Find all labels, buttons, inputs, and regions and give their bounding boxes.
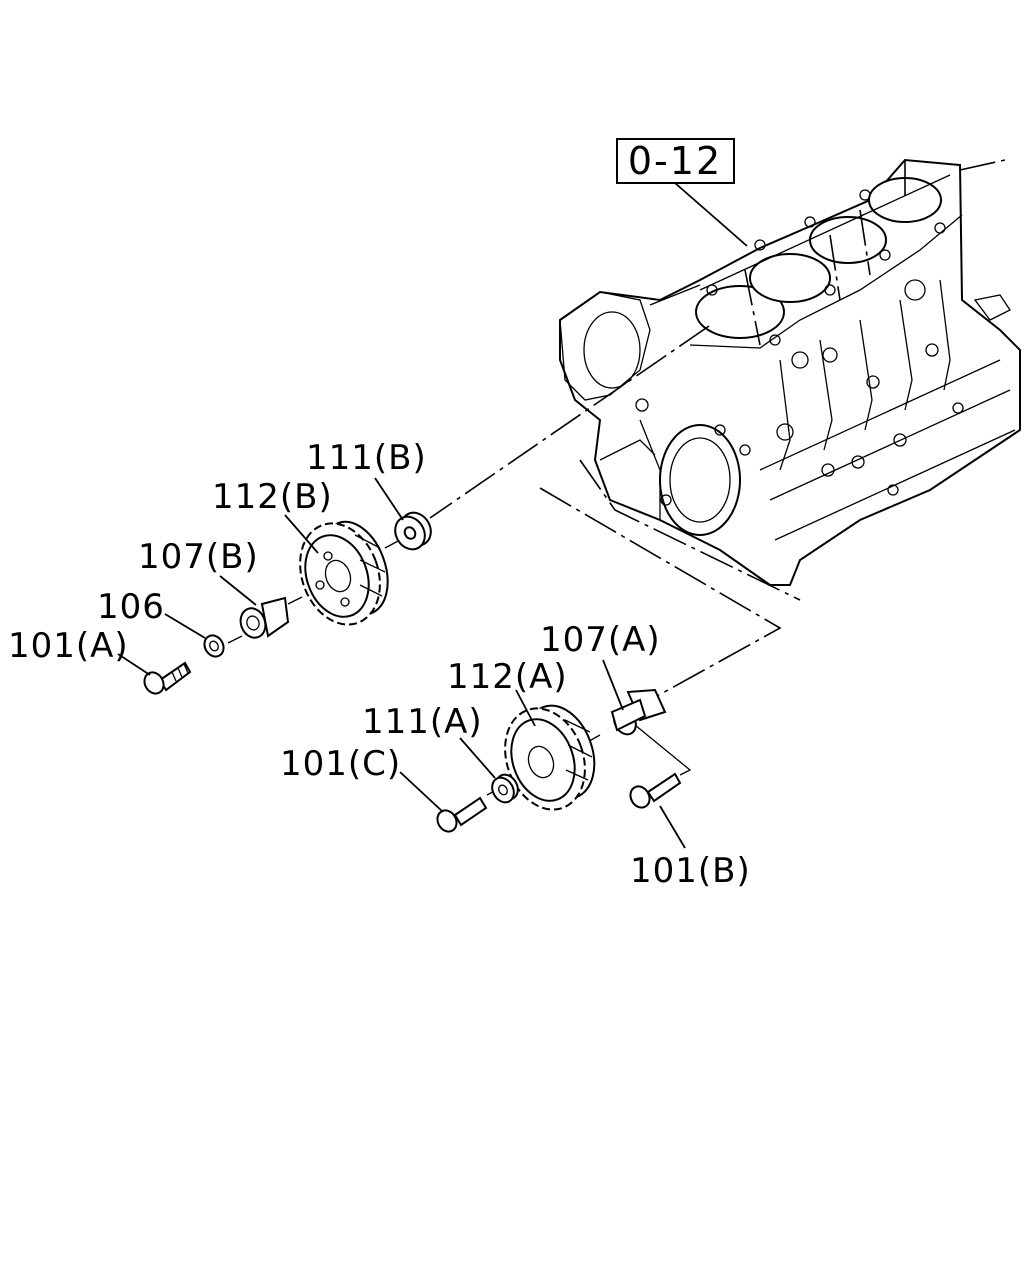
gear-112b [299, 520, 389, 626]
assembly-a [436, 487, 782, 833]
label-106: 106 [97, 587, 165, 627]
assembly-b [143, 325, 710, 695]
gear-112a [504, 704, 596, 811]
label-107a: 107(A) [540, 620, 661, 660]
label-111b: 111(B) [306, 438, 427, 478]
washer-111b [394, 511, 432, 551]
label-112a: 112(A) [447, 657, 568, 697]
label-101a: 101(A) [8, 626, 129, 666]
callout-labels: 111(B) 112(B) 107(B) 106 101(A) 107(A) 1… [8, 438, 751, 891]
label-111a: 111(A) [362, 702, 483, 742]
leader-lines [117, 477, 686, 849]
cylinder-block [559, 158, 1021, 601]
reference-box-text: 0-12 [628, 139, 722, 183]
washer-106 [203, 634, 225, 658]
bolt-101a [143, 661, 192, 695]
bolt-101c [436, 796, 488, 833]
label-107b: 107(B) [138, 537, 259, 577]
shaft-107b [239, 596, 290, 639]
bolt-101b [629, 772, 682, 809]
label-112b: 112(B) [212, 477, 333, 517]
washer-111a [491, 773, 519, 804]
shaft-107a [610, 688, 667, 736]
label-101b: 101(B) [630, 851, 751, 891]
reference-box: 0-12 [616, 138, 748, 247]
label-101c: 101(C) [280, 744, 401, 784]
